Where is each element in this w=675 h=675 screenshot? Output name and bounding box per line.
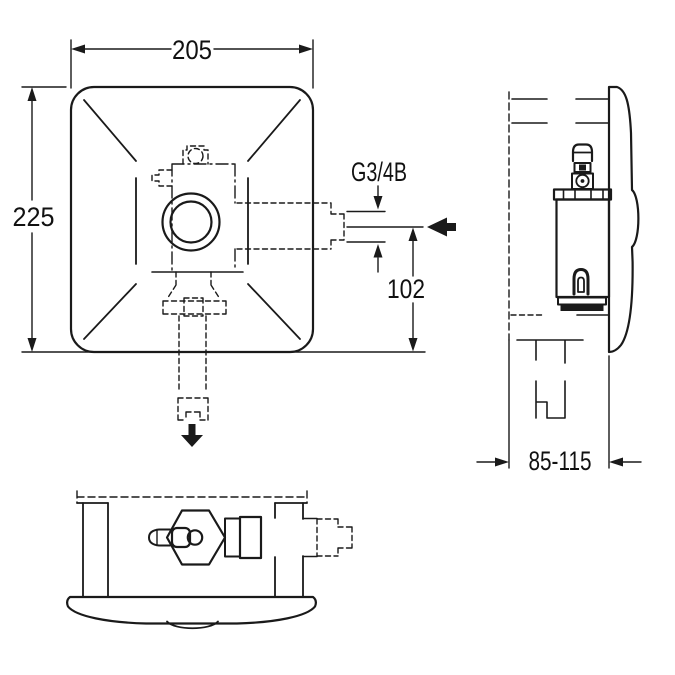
screw-head-circle: [575, 173, 590, 189]
body-seal-ring: [560, 305, 604, 311]
keyhole-outer: [572, 268, 590, 296]
valve-ring-outer: [161, 192, 221, 252]
dimension-plate-width: 205: [70, 35, 314, 89]
inlet-pipe-hidden-outline: [236, 202, 345, 250]
dimension-plate-height: 225: [13, 86, 426, 353]
screw-head-dot: [580, 179, 585, 183]
body-base-ring: [557, 296, 607, 306]
top-screw-circle: [187, 147, 204, 165]
dimension-inlet-height: 102: [387, 227, 425, 352]
callout-inlet-thread: G3/4B: [346, 157, 456, 273]
flange-nut-ribs: [562, 188, 604, 201]
knob-outline: [148, 528, 171, 547]
dim-arrow-down: [408, 338, 418, 352]
cover-plate-bottom-profile: [66, 595, 317, 625]
keyhole-inner: [577, 276, 585, 293]
screw-collar: [573, 162, 592, 173]
housing-walls: [82, 502, 304, 598]
left-flange-hidden-outline: [151, 169, 173, 187]
dim-arrow-up: [27, 87, 37, 101]
flow-down-arrow-icon: [181, 424, 203, 447]
dim-arrow-up: [408, 227, 418, 241]
handle-square: [170, 526, 192, 549]
mounting-depth-value: 85-115: [529, 446, 592, 476]
front-view: [69, 85, 345, 447]
inlet-pipe-edge-lines: [346, 210, 424, 243]
adjustment-knob: [148, 528, 171, 547]
screw-cap: [571, 143, 594, 163]
bleed-screw-assembly: [571, 143, 594, 190]
thread-arrow-up: [373, 244, 383, 258]
dim-arrow-down: [27, 338, 37, 352]
inlet-height-value: 102: [387, 274, 425, 304]
bottom-view: [66, 490, 353, 630]
handle-circle: [186, 529, 204, 546]
connector-step-small: [224, 517, 241, 558]
side-view: [508, 85, 640, 469]
screw-collar-slot: [579, 164, 586, 171]
flow-left-arrow-icon: [427, 217, 456, 237]
dimension-mounting-depth: 85-115: [476, 446, 642, 476]
dim-arrow-left: [609, 457, 623, 467]
outlet-pipe-hidden-outline: [162, 271, 227, 421]
housing-hidden-top-line: [76, 490, 308, 504]
dim-arrow-left: [71, 44, 85, 54]
valve-cartridge-body: [555, 198, 611, 299]
plate-button-dome: [166, 620, 219, 630]
top-screw-hidden-outline: [182, 145, 209, 165]
height-extension-lines: [21, 86, 426, 353]
plate-height-value: 225: [13, 202, 55, 232]
width-extension-lines: [70, 39, 314, 89]
valve-body-hidden-outline: [171, 163, 236, 272]
keyhole-slot: [572, 268, 590, 296]
supply-pipe-lines: [511, 98, 610, 124]
cover-plate-profile: [607, 85, 640, 354]
valve-ring-inner: [169, 200, 213, 244]
inlet-stub-hidden-outline: [316, 518, 353, 557]
outlet-elbow-lines: [516, 339, 584, 419]
valve-hex-body: [165, 509, 227, 566]
thread-arrow-down: [373, 196, 383, 210]
plate-chamfer-lines: [83, 99, 301, 340]
inlet-thread-value: G3/4B: [351, 157, 407, 187]
plate-width-value: 205: [172, 35, 212, 65]
wall-pipe-pass-lines: [302, 517, 318, 558]
dim-arrow-right: [299, 44, 313, 54]
dim-arrow-right: [495, 457, 509, 467]
connector-step-large: [238, 515, 263, 560]
